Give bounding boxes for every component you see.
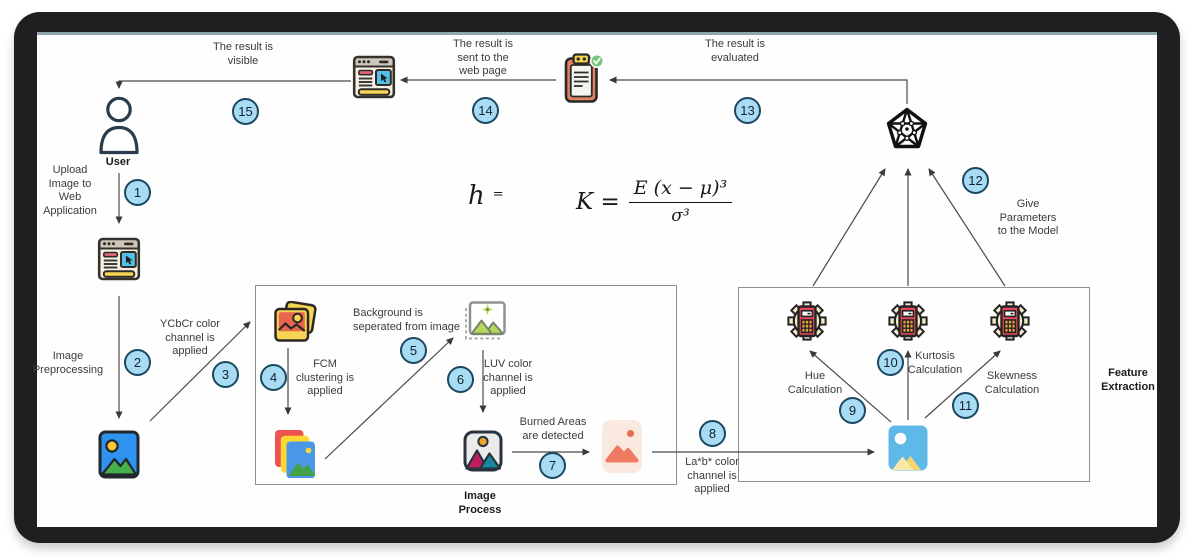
step-badge-8: 8 [699,420,726,447]
neural-network-pentagon-icon [886,106,928,154]
annotation-burned-areas: Burned Areas are detected [519,416,587,442]
user-icon [97,94,141,156]
step-badge-11: 11 [952,392,979,419]
step-badge-15: 15 [232,98,259,125]
annotation-upload-image: Upload Image to Web Application [43,164,97,217]
formula-k-numerator: E (x − μ)³ [628,177,733,203]
burned-area-photo-icon [601,419,643,474]
annotation-result-evaluated: The result is evaluated [705,38,765,64]
image-process-box [255,285,677,485]
formula-k-lhs: K = [576,188,620,215]
annotation-ycbcr: YCbCr color channel is applied [160,318,220,357]
step-badge-7: 7 [539,452,566,479]
user-label: User [105,156,131,168]
step-badge-10: 10 [877,349,904,376]
image-process-label: Image Process [458,490,502,516]
calculation-gear-icon [888,297,928,345]
feature-extraction-label: Feature Extraction [1101,367,1155,393]
formula-h-symbol: h [468,181,485,211]
browser-window-icon [97,236,141,282]
annotation-background-separated: Background is seperated from image [353,307,460,333]
layered-images-icon [273,428,317,478]
step-number: 12 [968,173,983,188]
step-badge-13: 13 [734,97,761,124]
step-badge-9: 9 [839,397,866,424]
step-number: 3 [221,367,230,382]
formula-h: h= [468,181,504,211]
annotation-result-sent: The result is sent to the web page [453,38,513,77]
step-badge-1: 1 [124,179,151,206]
annotation-skewness: Skewness Calculation [984,370,1040,396]
annotation-lab: La*b* color channel is applied [685,456,739,495]
annotation-luv: LUV color channel is applied [483,358,533,397]
step-badge-14: 14 [472,97,499,124]
step-number: 14 [478,103,493,118]
clipboard-check-icon [562,52,604,104]
step-badge-2: 2 [124,349,151,376]
step-number: 1 [133,185,142,200]
formula-k-denominator: σ³ [671,206,690,226]
stacked-photos-icon [272,301,318,345]
step-number: 4 [269,370,278,385]
step-number: 6 [456,372,465,387]
step-badge-5: 5 [400,337,427,364]
calculation-gear-icon [787,297,827,345]
background-removed-image-icon [459,299,507,341]
step-number: 13 [740,103,755,118]
photo-icon [98,430,140,479]
step-number: 8 [708,426,717,441]
segmented-photo-icon [463,430,503,472]
formula-k: K = E (x − μ)³ σ³ [576,177,733,226]
step-number: 7 [548,458,557,473]
annotation-result-visible: The result is visible [213,41,273,67]
browser-window-icon [352,54,396,100]
step-badge-12: 12 [962,167,989,194]
annotation-fcm: FCM clustering is applied [295,358,355,397]
step-number: 9 [848,403,857,418]
step-number: 5 [409,343,418,358]
formula-h-equals: = [492,187,504,202]
step-badge-6: 6 [447,366,474,393]
step-number: 15 [238,104,253,119]
step-number: 10 [883,355,898,370]
annotation-image-preprocessing: Image Preprocessing [32,350,104,376]
step-badge-4: 4 [260,364,287,391]
step-number: 11 [958,398,973,413]
annotation-hue: Hue Calculation [787,370,843,396]
sky-photo-icon [887,424,929,472]
formula-k-fraction: E (x − μ)³ σ³ [628,177,733,226]
step-badge-3: 3 [212,361,239,388]
feature-extraction-box [738,287,1090,482]
annotation-give-parameters: Give Parameters to the Model [997,198,1059,237]
step-number: 2 [133,355,142,370]
calculation-gear-icon [990,297,1030,345]
